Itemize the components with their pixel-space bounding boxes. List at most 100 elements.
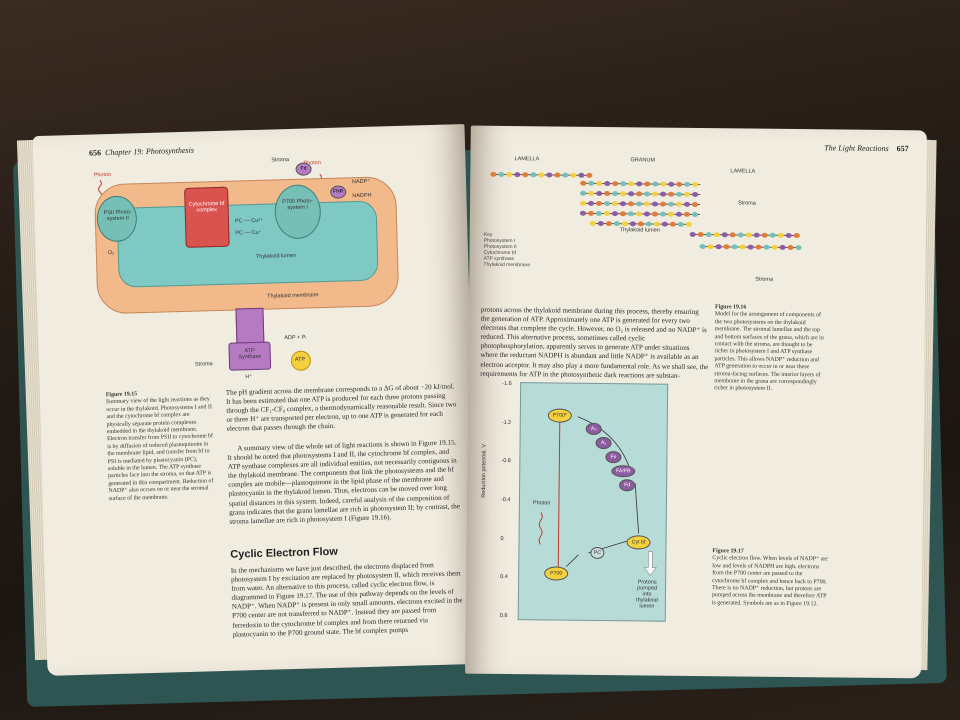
membrane-particle [588,180,595,186]
membrane-particle [723,244,730,250]
membrane-particle [612,201,619,207]
right-page: The Light Reactions 657 LAMELLA GRANUM L… [465,125,927,679]
stroma-label-b: Stroma [755,276,774,283]
figure-19-15-label: Figure 19.15 [105,391,138,399]
figure-19-17-label: Figure 19.17 [712,548,744,555]
protons-label: Protons pumped into thylakoid lumen [636,579,658,610]
membrane-particle [620,201,627,207]
membrane-particle [685,221,692,227]
membrane-particle [668,181,675,187]
body-paragraph-3: In the mechanisms we have just described… [230,561,463,639]
chain-node-fx: Fx [605,451,622,464]
legend-item: Thylakoid membrane [483,261,531,269]
membrane-particle [761,232,768,238]
p700-star-node: P700* [547,408,572,423]
figure-19-16-label: Figure 19.16 [714,304,747,311]
membrane-particle [546,172,553,178]
membrane-particle [769,232,776,238]
right-page-number: 657 [896,144,909,154]
membrane-particle [713,232,720,238]
thylakoid-diagram: Stroma Photon Photon PSII Photo- system … [33,124,465,380]
chain-node-fafb: FA/FB [611,465,636,478]
pc-node: PC [590,546,605,560]
figure-19-16-text: Model for the arrangement of components … [714,311,824,393]
membrane-particle [676,201,683,207]
photon-plot-label: Photon [532,500,551,507]
chain-node-a0: A₀ [585,422,602,436]
membrane-particle [793,233,800,239]
membrane-particle [636,201,643,207]
lamella-left-label: LAMELLA [514,156,540,163]
membrane-particle [628,201,635,207]
figure-19-17-caption: Figure 19.17 Cyclic electron flow. When … [712,548,831,608]
membrane-particle [636,181,643,187]
membrane-particle [637,221,644,227]
membrane-particle [627,211,634,217]
membrane-particle [777,232,784,238]
membrane-particle [603,211,610,217]
stroma-bottom-label: Stroma [194,361,213,368]
body-paragraph-1: The pH gradient across the membrane corr… [225,382,457,434]
y-tick-label: 0.8 [499,612,508,620]
y-axis-label: Reduction potential, V [480,443,488,498]
nadp-label: NADP⁺ [351,178,371,186]
ps1-label: P700 Photo- system I [282,198,313,212]
membrane-particle [677,221,684,227]
membrane-particle [580,190,587,196]
membrane-particle [596,180,603,187]
membrane-particle [522,172,529,178]
membrane-particle [676,181,683,187]
membrane-particle [699,244,706,250]
membrane-particle [676,191,683,197]
membrane-particle [588,190,595,196]
figure-19-15-text: Summary view of the light reactions as t… [105,396,214,502]
membrane-particle [707,244,714,250]
membrane-particle [514,172,521,178]
membrane-particle [596,200,603,207]
membrane-particle [611,211,618,217]
membrane-particle [636,191,643,197]
membrane-particle [612,191,619,197]
membrane-particle [660,201,667,207]
cyt-bf-node: Cyt bf [626,535,651,550]
figure-19-16-caption: Figure 19.16 Model for the arrangement o… [714,304,825,394]
membrane-particle [586,172,593,178]
pc-cu-label: PC — Cu⁺ [235,229,262,237]
membrane-particle [668,201,675,207]
membrane-particle [779,244,786,250]
nadph-label: NADPH [352,192,372,200]
figure-19-15-caption: Figure 19.15 Summary view of the light r… [106,389,217,503]
membrane-particle [660,181,667,187]
membrane-particle [737,232,744,238]
lamella-right-label: LAMELLA [730,168,756,175]
membrane-particle [613,221,620,227]
grana-legend: Key Photosystem I Photosystem II Cytochr… [483,232,543,269]
membrane-particle [587,210,594,216]
membrane-particle [644,181,651,187]
membrane-particle [692,201,699,208]
membrane-particle [612,181,619,187]
membrane-particle [653,221,660,227]
membrane-particle [661,221,668,227]
membrane-particle [697,232,704,238]
membrane-particle [635,211,642,217]
membrane-particle [644,201,651,207]
membrane-particle [787,244,794,251]
membrane-particle [652,201,659,207]
o2-label: O₂ [107,249,115,257]
membrane-particle [667,211,674,217]
adp-label: ADP + Pᵢ [284,334,307,342]
chapter-title: Chapter 19: Photosynthesis [104,145,195,158]
membrane-particle [579,210,586,216]
membrane-particle [675,211,682,217]
membrane-particle [597,220,604,227]
membrane-particle [498,171,505,177]
membrane-particle [621,221,628,227]
y-tick-label: 0.4 [500,574,508,581]
membrane-particle [763,244,770,250]
membrane-particle [604,191,611,197]
membrane-particle [753,232,760,238]
membrane-particle [771,244,778,250]
